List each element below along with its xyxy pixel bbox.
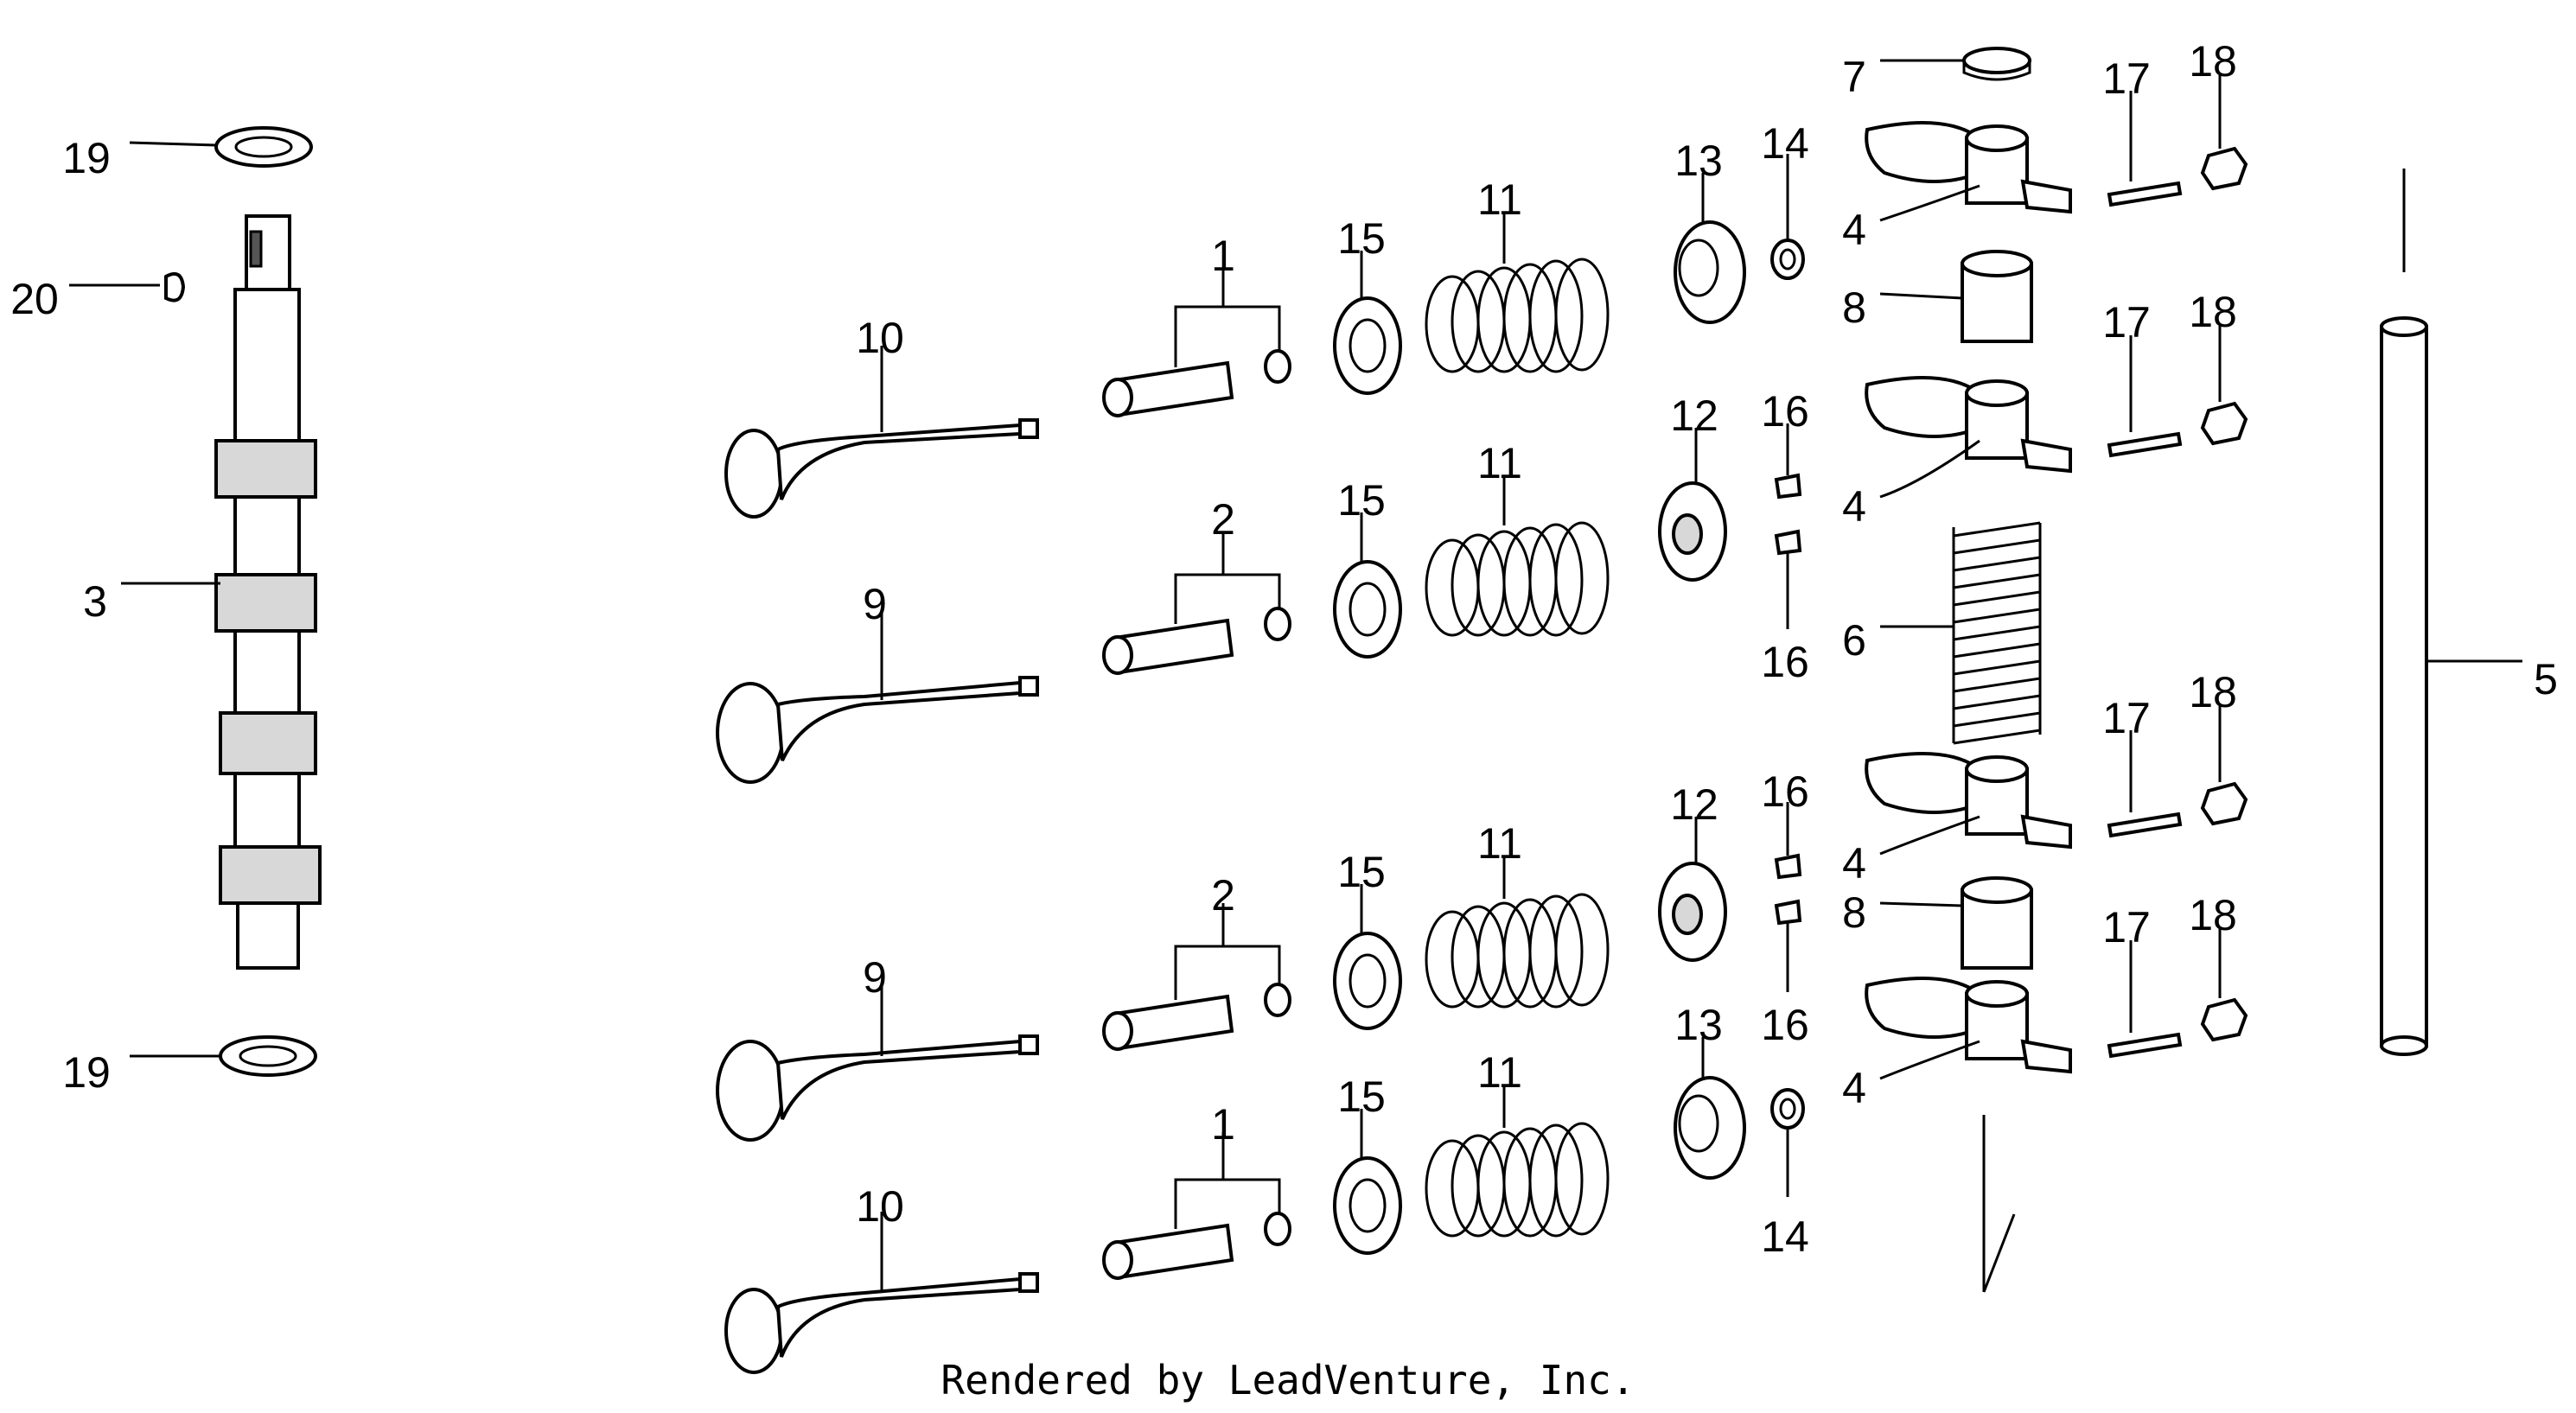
callout-9: 9 <box>863 580 887 628</box>
callout-6: 6 <box>1842 616 1866 665</box>
rocker-arm-2 <box>1865 376 2072 474</box>
thrust-washer-upper <box>214 126 313 168</box>
intake-valve-lower <box>716 1034 1039 1142</box>
shaft-axis-lines <box>1982 1115 2016 1293</box>
spring-retainer-12-upper <box>1658 481 1727 582</box>
callout-12: 12 <box>1670 391 1718 440</box>
spring-retainer-13-upper <box>1674 220 1746 324</box>
callout-18: 18 <box>2189 891 2237 939</box>
valve-guide-exhaust-upper <box>1102 349 1291 417</box>
valve-spring-3 <box>1425 893 1610 1009</box>
callout-8: 8 <box>1842 283 1866 332</box>
callout-10: 10 <box>856 1182 904 1231</box>
spring-seat-3 <box>1333 932 1402 1030</box>
callout-16: 16 <box>1761 387 1809 436</box>
callout-19: 19 <box>62 1048 111 1097</box>
callout-11: 11 <box>1477 1048 1522 1097</box>
callout-2: 2 <box>1211 495 1235 544</box>
rocker-arm-spring <box>1952 521 2042 745</box>
woodruff-key <box>164 272 186 302</box>
callout-17: 17 <box>2102 903 2151 952</box>
callout-4: 4 <box>1842 839 1866 888</box>
rocker-shaft-collar <box>1962 47 2031 81</box>
callout-10: 10 <box>856 314 904 362</box>
valve-spring-1 <box>1425 258 1610 373</box>
valve-guide-exhaust-lower <box>1102 1212 1291 1280</box>
spring-seat-4 <box>1333 1156 1402 1255</box>
callout-11: 11 <box>1477 175 1522 224</box>
exhaust-valve-lower <box>724 1272 1039 1374</box>
callout-17: 17 <box>2102 54 2151 103</box>
callout-15: 15 <box>1337 848 1386 896</box>
callout-16: 16 <box>1761 767 1809 816</box>
callout-20: 20 <box>10 275 59 323</box>
callout-16: 16 <box>1761 638 1809 686</box>
exhaust-valve-upper <box>724 418 1039 519</box>
spring-retainer-12-lower <box>1658 862 1727 962</box>
callout-13: 13 <box>1674 1001 1723 1049</box>
spring-seat-2 <box>1333 560 1402 659</box>
camshaft <box>214 214 322 970</box>
valve-guide-intake-lower <box>1102 983 1291 1051</box>
callout-9: 9 <box>863 953 887 1002</box>
callout-7: 7 <box>1842 53 1866 101</box>
callout-4: 4 <box>1842 1064 1866 1112</box>
callout-1: 1 <box>1211 1100 1235 1149</box>
rocker-arm-4 <box>1865 977 2072 1074</box>
callout-2: 2 <box>1211 871 1235 920</box>
callout-14: 14 <box>1761 119 1809 168</box>
callout-15: 15 <box>1337 214 1386 263</box>
rocker-shaft <box>2380 169 2428 1056</box>
rocker-spacer-lower <box>1961 876 2033 970</box>
spring-seat-1 <box>1333 296 1402 395</box>
callout-12: 12 <box>1670 780 1718 829</box>
footer-credit: Rendered by LeadVenture, Inc. <box>940 1357 1636 1403</box>
callout-18: 18 <box>2189 288 2237 336</box>
callout-17: 17 <box>2102 694 2151 742</box>
valve-spring-2 <box>1425 521 1610 637</box>
intake-valve-upper <box>716 676 1039 784</box>
valve-cap-upper <box>1770 239 1805 280</box>
callout-17: 17 <box>2102 298 2151 347</box>
lock-nuts <box>2200 146 2248 1042</box>
callout-14: 14 <box>1761 1213 1809 1261</box>
callout-5: 5 <box>2534 655 2558 703</box>
callout-18: 18 <box>2189 668 2237 716</box>
rocker-arm-1 <box>1865 121 2072 214</box>
callout-19: 19 <box>62 134 111 182</box>
callout-3: 3 <box>83 577 107 626</box>
callout-11: 11 <box>1477 819 1522 868</box>
callout-1: 1 <box>1211 232 1235 280</box>
rocker-spacer-upper <box>1961 250 2033 343</box>
thrust-washer-lower <box>219 1035 317 1077</box>
valve-cap-lower <box>1770 1088 1805 1130</box>
callout-18: 18 <box>2189 37 2237 86</box>
valve-guide-intake-upper <box>1102 607 1291 675</box>
spring-retainer-13-lower <box>1674 1076 1746 1180</box>
callout-8: 8 <box>1842 888 1866 937</box>
rocker-arm-3 <box>1865 752 2072 850</box>
callout-4: 4 <box>1842 206 1866 254</box>
callout-13: 13 <box>1674 137 1723 185</box>
callout-15: 15 <box>1337 1072 1386 1121</box>
adjusting-screws <box>2107 181 2183 1059</box>
valve-spring-4 <box>1425 1122 1610 1238</box>
leader-lines <box>69 59 2522 1292</box>
callout-16: 16 <box>1761 1001 1809 1049</box>
callout-15: 15 <box>1337 476 1386 525</box>
callout-numbers: 1920319109910122115151515111111111312121… <box>10 37 2558 1261</box>
callout-11: 11 <box>1477 439 1522 487</box>
callout-4: 4 <box>1842 482 1866 531</box>
valve-cotters <box>1774 473 1802 926</box>
